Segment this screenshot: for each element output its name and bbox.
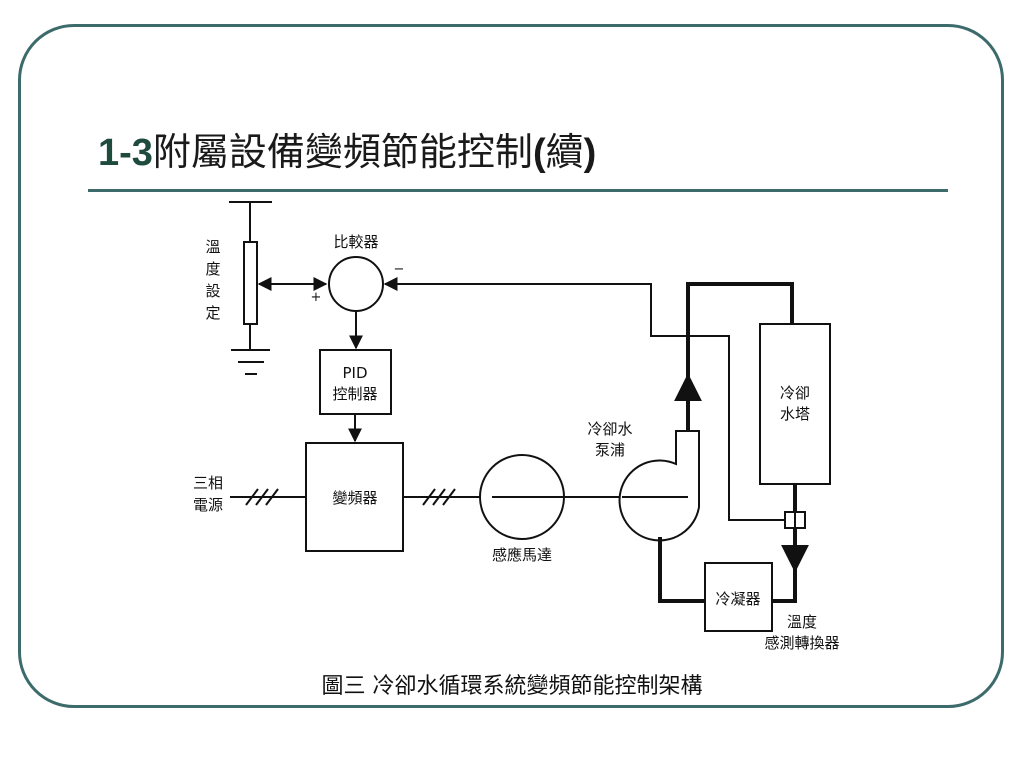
pump-label-1: 冷卻水 [587, 420, 632, 438]
pid-controller-box [319, 349, 392, 415]
temp-setting-potentiometer [229, 201, 272, 350]
slide-frame [18, 24, 1004, 708]
inverter-label: 變頻器 [332, 489, 377, 507]
feedback-signal-line [383, 277, 785, 521]
figure-caption: 圖三 冷卻水循環系統變頻節能控制架構 [321, 674, 703, 699]
comparator-plus: + [311, 290, 322, 305]
title-open-paren: ( [532, 132, 546, 174]
comparator-label: 比較器 [333, 233, 378, 251]
cooling-tower-label-2: 水塔 [780, 405, 810, 423]
temp-setting-label-4: 定 [205, 304, 220, 322]
title-number: 1-3 [98, 132, 153, 174]
ground-symbol [231, 349, 270, 375]
temp-setting-label-2: 度 [205, 260, 220, 278]
pump-label-2: 泵浦 [595, 441, 625, 459]
slide-title: 1-3附屬設備變頻節能控制(續) [98, 128, 596, 177]
temp-setting-label-1: 溫 [205, 238, 220, 256]
cooling-tower-box [759, 323, 831, 485]
condenser-box [704, 562, 773, 632]
temp-setting-label-3: 設 [205, 282, 220, 300]
title-rule [88, 189, 948, 192]
comparator-circle [328, 256, 384, 312]
three-phase-label-1: 三相 [193, 474, 223, 492]
sensor-label-2: 感測轉換器 [764, 634, 839, 652]
cooling-water-pump [618, 430, 700, 542]
induction-motor-label: 感應馬達 [492, 546, 552, 564]
three-phase-hatch-output [422, 488, 456, 506]
title-close-paren: ) [583, 132, 597, 174]
title-paren-text: 續 [545, 130, 584, 174]
condenser-label: 冷凝器 [715, 590, 760, 608]
comparator-minus: − [394, 262, 405, 277]
pid-label-2: 控制器 [332, 385, 377, 403]
pid-label-1: PID [342, 364, 367, 382]
sensor-label-1: 溫度 [787, 613, 817, 631]
three-phase-label-2: 電源 [193, 496, 223, 514]
three-phase-hatch-input [245, 488, 279, 506]
cooling-tower-label-1: 冷卻 [780, 384, 810, 402]
title-text: 附屬設備變頻節能控制 [152, 130, 533, 174]
